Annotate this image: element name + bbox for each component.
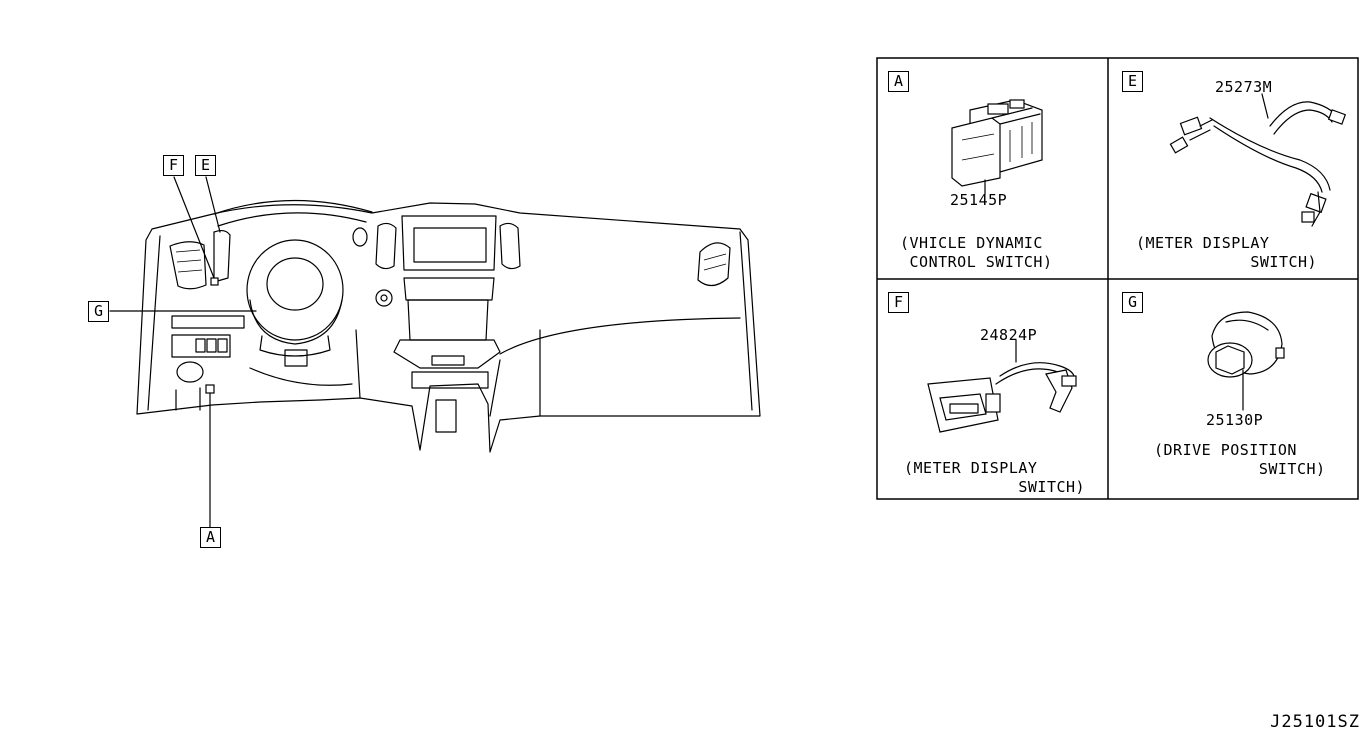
part-number-g: 25130P — [1206, 411, 1264, 429]
description-line: (VHICLE DYNAMIC — [900, 234, 1043, 252]
callout-leaders — [109, 176, 257, 529]
description-line: (METER DISPLAY — [904, 459, 1038, 477]
panel-tag-f: F — [888, 292, 909, 313]
part-number-a: 25145P — [950, 191, 1008, 209]
panel-tag-a: A — [888, 71, 909, 92]
dashboard-illustration — [136, 199, 761, 453]
callout-tag-e: E — [195, 155, 216, 176]
description-line: CONTROL SWITCH) — [900, 253, 1053, 271]
part-number-e: 25273M — [1215, 78, 1273, 96]
drive-position-switch-illustration — [1207, 311, 1285, 411]
part-description-a: (VHICLE DYNAMIC CONTROL SWITCH) — [900, 234, 1053, 272]
diagram-reference-code: J25101SZ — [1270, 712, 1360, 732]
callout-tag-a: A — [200, 527, 221, 548]
callout-tag-f: F — [163, 155, 184, 176]
part-description-g: (DRIVE POSITION SWITCH) — [1154, 441, 1326, 479]
description-line: (METER DISPLAY — [1136, 234, 1270, 252]
meter-display-switch-f-illustration — [927, 339, 1077, 433]
description-line: SWITCH) — [904, 478, 1086, 496]
description-line: SWITCH) — [1136, 253, 1318, 271]
description-line: SWITCH) — [1154, 460, 1326, 478]
meter-display-harness-e-illustration — [1169, 93, 1347, 227]
part-description-e: (METER DISPLAY SWITCH) — [1136, 234, 1317, 272]
part-description-f: (METER DISPLAY SWITCH) — [904, 459, 1085, 497]
callout-tag-g: G — [88, 301, 109, 322]
parts-table-frame — [876, 57, 1359, 500]
panel-tag-g: G — [1122, 292, 1143, 313]
panel-tag-e: E — [1122, 71, 1143, 92]
vdc-switch-illustration — [951, 99, 1043, 195]
description-line: (DRIVE POSITION — [1154, 441, 1297, 459]
part-number-f: 24824P — [980, 326, 1038, 344]
